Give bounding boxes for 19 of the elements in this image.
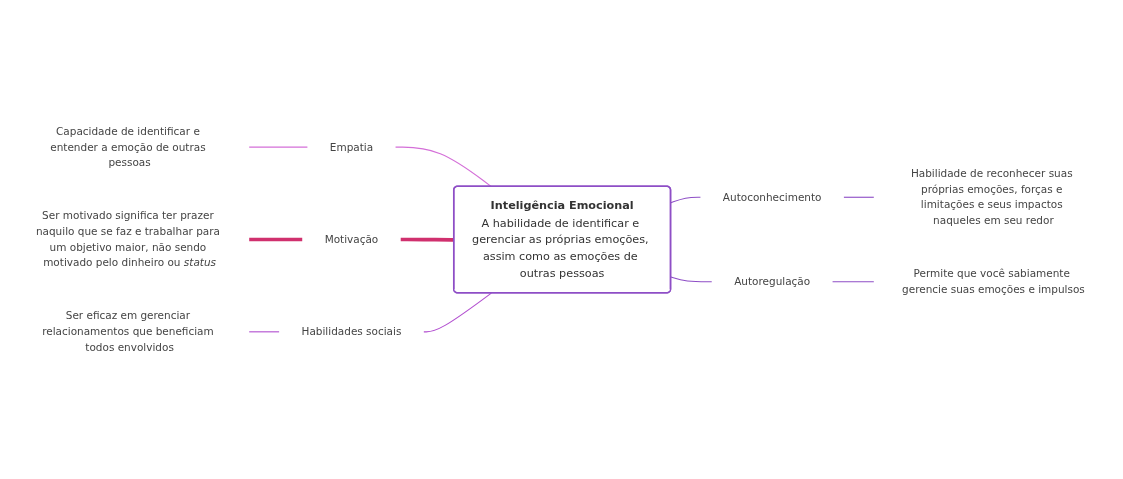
connector — [843, 196, 875, 198]
node-text: Autoconhecimento — [722, 190, 822, 203]
node-text: Autoregulação — [734, 275, 811, 288]
node-text: Habilidade de reconhecer suas próprias emoções, forças e limitações e seus impactos naqueles em seu redor — [910, 167, 1073, 227]
node-text: Capacidade de identificar e entender a emoção de outras pessoas — [50, 125, 206, 169]
node-text: Habilidades sociais — [301, 325, 402, 338]
connector — [248, 146, 308, 148]
node-text: Ser motivado significa ter prazer naquilo que se faz e trabalhar para um objetivo maior, não sendo motivado pelo dinheiro ou status — [35, 209, 220, 269]
connector — [249, 237, 303, 242]
connector — [423, 292, 492, 333]
connector — [832, 281, 875, 283]
node-text: Permite que você sabiamente gerencie suas emoções e impulsos — [902, 267, 1085, 296]
connector — [395, 146, 492, 188]
node-text: Motivação — [324, 233, 379, 246]
connector — [670, 196, 701, 204]
node-text: Empatia — [329, 140, 374, 153]
node-text: Ser eficaz em gerenciar relacionamentos que beneficiam todos envolvidos — [42, 309, 214, 354]
connector — [670, 276, 713, 283]
connector — [248, 331, 280, 333]
